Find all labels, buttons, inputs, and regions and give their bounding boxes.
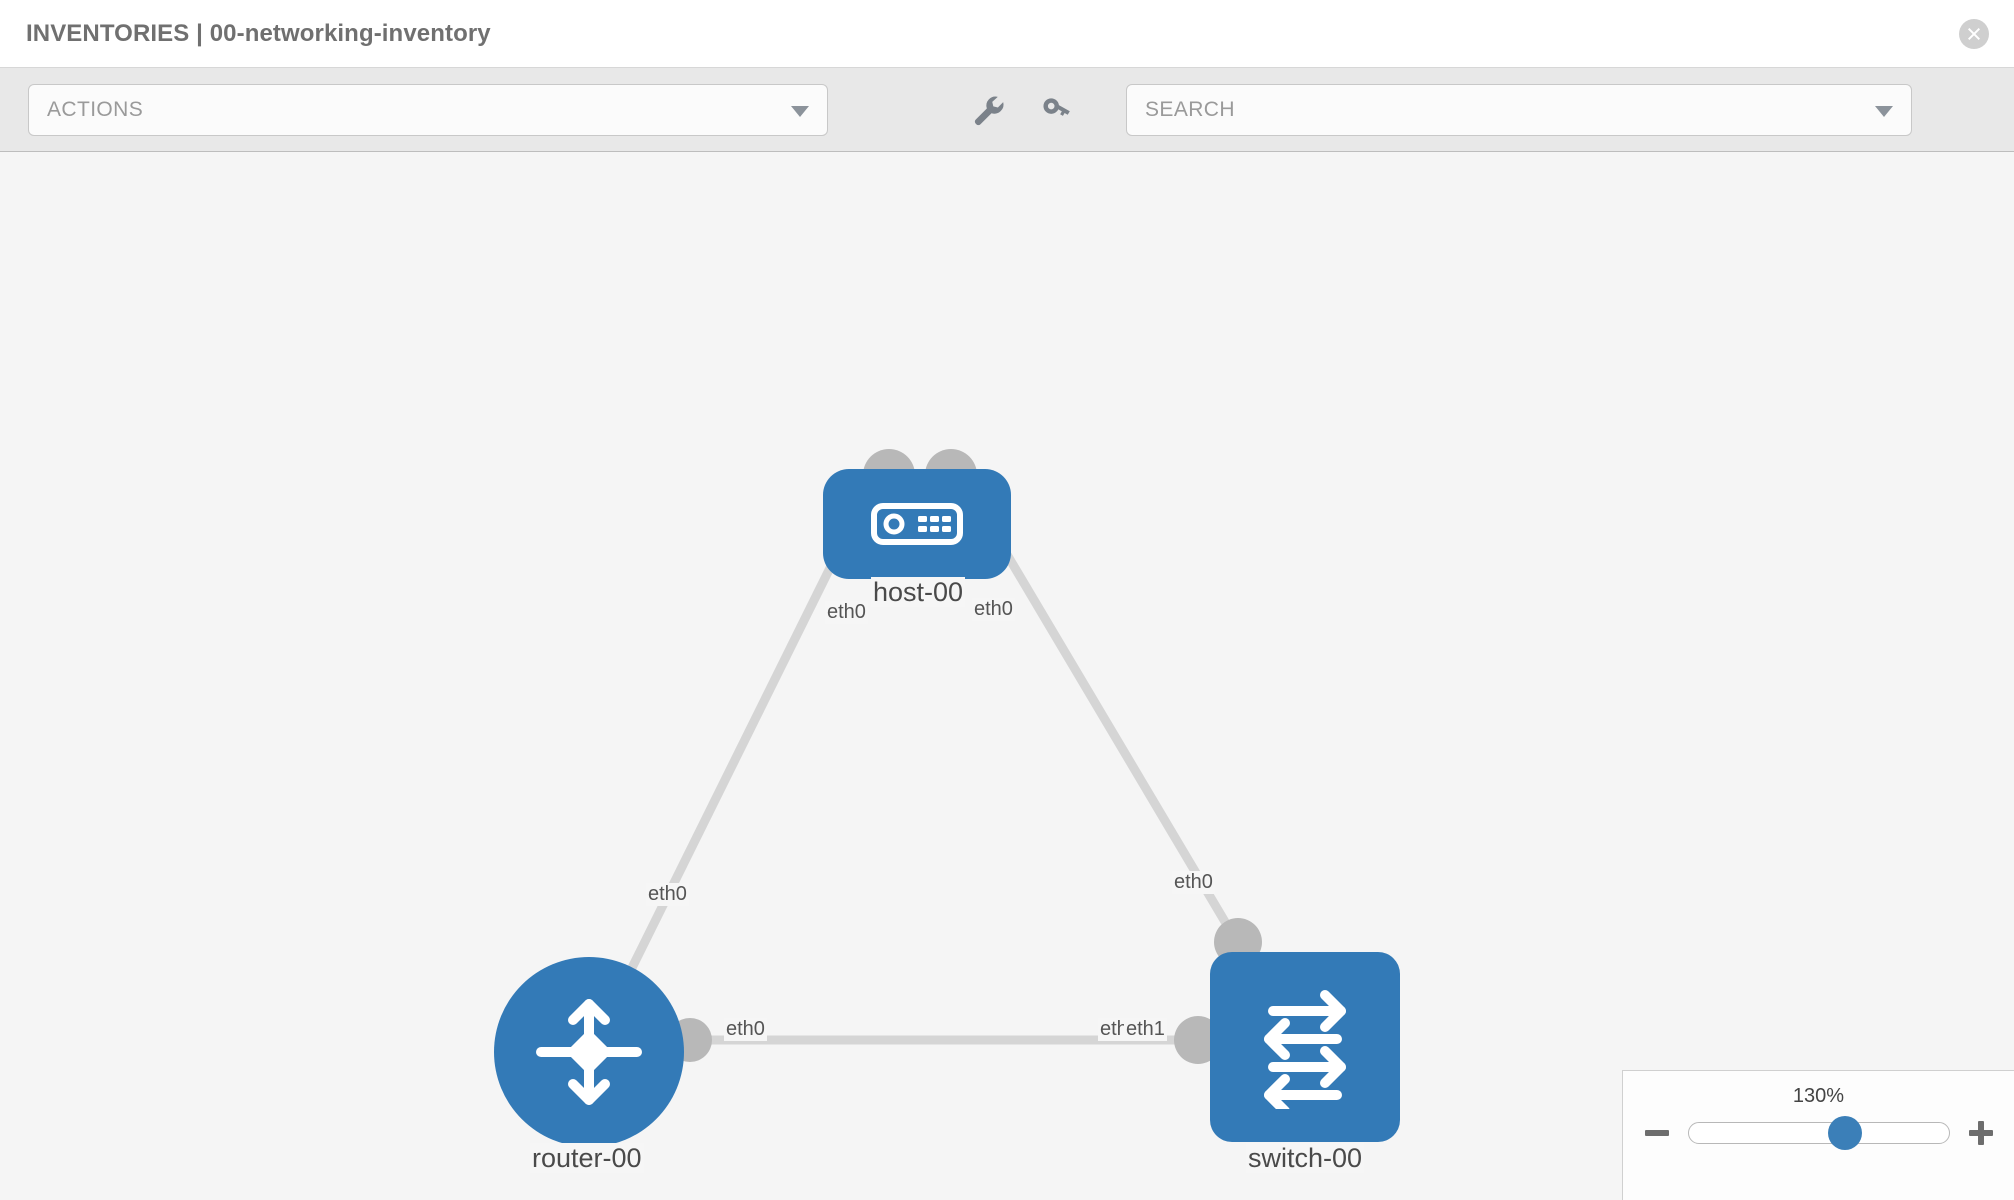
minus-icon[interactable] [1642, 1118, 1672, 1148]
wrench-icon[interactable] [968, 90, 1008, 130]
page-header: INVENTORIES | 00-networking-inventory [0, 0, 2014, 68]
topology-canvas[interactable]: eth0 eth0 eth0 eth0 eth0 eth0 eth1 host-… [0, 152, 2014, 1200]
zoom-control: 130% [1622, 1070, 2014, 1200]
chevron-down-icon [1875, 105, 1893, 117]
zoom-slider-row [1623, 1116, 2014, 1150]
plus-icon[interactable] [1966, 1118, 1996, 1148]
search-input[interactable]: SEARCH [1145, 97, 1235, 121]
topology-graph [0, 152, 2014, 1200]
router-arrows-icon [536, 999, 642, 1105]
chevron-down-icon [791, 105, 809, 117]
node-router-00[interactable] [494, 957, 684, 1147]
toolbar: ACTIONS SEARCH [0, 68, 2014, 152]
close-icon[interactable] [1959, 18, 1989, 49]
node-switch-00[interactable] [1210, 952, 1400, 1142]
page-title: INVENTORIES | 00-networking-inventory [26, 19, 491, 47]
key-icon[interactable] [1036, 90, 1076, 130]
search-dropdown[interactable]: SEARCH [1126, 83, 1912, 136]
switch-arrows-icon [1264, 990, 1346, 1109]
server-icon [871, 503, 963, 545]
zoom-level-label: 130% [1792, 1085, 1845, 1107]
zoom-slider-thumb[interactable] [1827, 1116, 1862, 1150]
actions-dropdown[interactable]: ACTIONS [28, 83, 828, 136]
actions-dropdown-label: ACTIONS [47, 97, 144, 121]
zoom-slider[interactable] [1687, 1116, 1950, 1150]
node-host-00[interactable] [823, 469, 1011, 579]
toolbar-icon-group [968, 90, 1076, 130]
